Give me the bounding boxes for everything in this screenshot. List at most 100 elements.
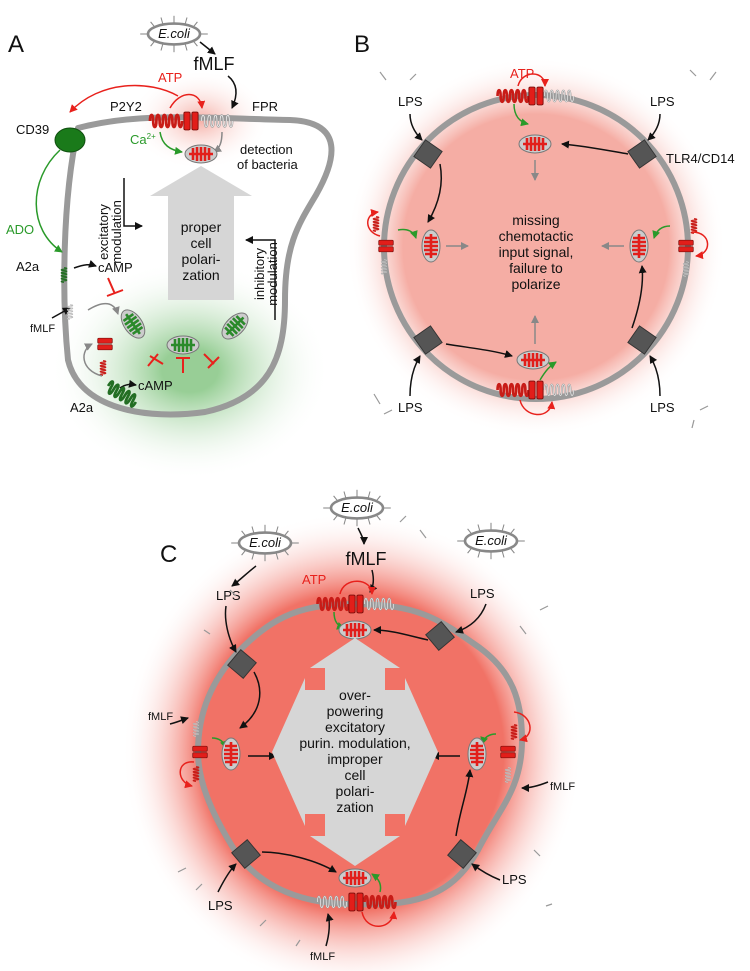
fmlf-c-left-arrow <box>169 716 189 725</box>
svg-text:inhibitory: inhibitory <box>252 247 267 300</box>
p2y2-label: P2Y2 <box>110 99 142 114</box>
atp-release-c-bottom <box>361 911 398 927</box>
a2a-to-camp-arrow <box>73 259 97 269</box>
mitochondrion-b-top <box>518 134 552 154</box>
polarization-cross-c <box>272 638 438 866</box>
fmlf-to-fpr-arrow <box>227 75 239 109</box>
calcium-arrow-b-right <box>652 225 671 239</box>
calcium-arrow-b-bottom <box>539 361 557 381</box>
center-c-line-2: powering <box>327 703 384 719</box>
atp-release-c-right <box>513 711 531 743</box>
mitochondrion-top-a <box>184 144 218 164</box>
mitochondrion-b-left <box>421 229 441 263</box>
panel-label-c: C <box>160 541 177 568</box>
fmlf-c-right-arrow <box>521 781 549 792</box>
atp-release-b-left <box>367 209 381 237</box>
camp-label-bottom: cAMP <box>138 378 173 393</box>
mitochondrion-c-bottom <box>338 868 372 888</box>
ado-arrow <box>35 149 63 253</box>
svg-text:modulation: modulation <box>265 242 280 306</box>
fmlf-label-top: fMLF <box>193 54 234 74</box>
atp-release-b-bottom <box>519 399 556 416</box>
lps-arrow-b-br <box>649 355 661 397</box>
a2a-bottom-to-camp-arrow <box>119 379 137 389</box>
fmlf-label-c-right: fMLF <box>550 781 575 793</box>
atp-label-b: ATP <box>510 66 534 81</box>
atp-release-arrow <box>169 93 206 109</box>
mitochondrion-c-left <box>221 737 241 771</box>
inhibitory-modulation-label: inhibitory modulation <box>252 242 280 306</box>
ecoli-to-fmlf-arrow <box>199 41 216 55</box>
atp-to-cd39-arrow <box>69 84 179 113</box>
mitochondrion-c-top <box>338 620 372 640</box>
center-b-line-1: missing <box>512 212 559 228</box>
center-b-line-3: input signal, <box>499 244 574 260</box>
tlr-c-tr-to-mito <box>373 626 429 641</box>
lps-label-b-tr: LPS <box>650 94 675 109</box>
proper-line-1: proper <box>181 219 222 235</box>
panel-b: B ATP <box>346 31 735 437</box>
fpr-label: FPR <box>252 99 278 114</box>
lps-label-b-tl: LPS <box>398 94 423 109</box>
center-c-line-7: polari- <box>336 783 375 799</box>
ecoli-label-c-right: E.coli <box>475 533 508 548</box>
fmlf-label-c-left: fMLF <box>148 711 173 723</box>
inhibition-bar-2 <box>176 357 190 373</box>
lps-arrow-b-bl <box>409 355 421 397</box>
polarization-arrow-a <box>150 166 252 300</box>
calcium-label: Ca2+ <box>130 132 156 147</box>
adenosine-glow <box>50 260 330 480</box>
inhibition-bar-1 <box>147 353 164 367</box>
proper-line-2: cell <box>190 235 211 251</box>
atp-release-c-top <box>339 580 376 595</box>
camp-label-top: cAMP <box>98 260 133 275</box>
lps-label-c-tl: LPS <box>216 588 241 603</box>
tlr-c-tl-to-mito <box>239 671 261 729</box>
a2a-label-top: A2a <box>16 259 40 274</box>
cd39-icon <box>54 127 86 153</box>
panel-label-b: B <box>354 31 370 58</box>
atp-label-a: ATP <box>158 70 182 85</box>
calcium-arrow-b-left <box>397 228 418 239</box>
camp-inhibition-bar <box>106 277 124 297</box>
calcium-arrow-c-bottom <box>371 873 382 893</box>
center-b-line-2: chemotactic <box>499 228 574 244</box>
cd39-label: CD39 <box>16 122 49 137</box>
lps-label-b-bl: LPS <box>398 400 423 415</box>
panel-a: A E.coli fMLF ATP P2Y2 FPR CD39 ADO Ca2+… <box>6 14 335 480</box>
lps-fragments-b <box>373 69 717 429</box>
ecoli-label-c-center: E.coli <box>341 500 374 515</box>
mitochondrion-c-right <box>467 737 487 771</box>
lps-arrow-c-tr <box>455 603 487 634</box>
center-b-line-5: polarize <box>511 276 560 292</box>
lps-arrow-b-tr <box>647 113 661 141</box>
p2y2-side-arrow <box>83 343 103 377</box>
inhibitory-bracket <box>245 236 276 320</box>
tlr-b-tl-to-mito <box>427 163 442 223</box>
center-c-line-6: cell <box>344 767 365 783</box>
ecoli-c-left-to-lps <box>231 565 257 587</box>
panel-c: C E.coli E.coli E.coli fMLF ATP fMLF <box>122 488 582 971</box>
lps-label-c-br: LPS <box>502 872 527 887</box>
fmlf-label-c-bottom: fMLF <box>310 951 335 963</box>
calcium-arrow <box>159 131 183 155</box>
svg-text:modulation: modulation <box>109 200 124 264</box>
detection-line-2: of bacteria <box>237 157 298 172</box>
mitochondrion-b-right <box>629 229 649 263</box>
atp-release-b-right <box>691 231 709 260</box>
tlr-b-br-to-mito <box>631 265 647 329</box>
ecoli-label-c-left: E.coli <box>249 535 282 550</box>
center-c-line-4: purin. modulation, <box>299 735 410 751</box>
svg-text:excitatory: excitatory <box>96 204 111 260</box>
ado-label: ADO <box>6 222 34 237</box>
atp-release-c-left <box>179 761 195 789</box>
proper-line-3: polari- <box>182 251 221 267</box>
lps-label-b-br: LPS <box>650 400 675 415</box>
tlr-c-br-to-mito <box>455 769 474 837</box>
lps-arrow-c-tl <box>224 605 237 653</box>
center-c-line-5: improper <box>327 751 383 767</box>
tlr-b-bl-to-mito <box>445 343 513 358</box>
fmlf-c-bottom-arrow <box>325 913 334 947</box>
center-b-line-4: failure to <box>509 260 563 276</box>
